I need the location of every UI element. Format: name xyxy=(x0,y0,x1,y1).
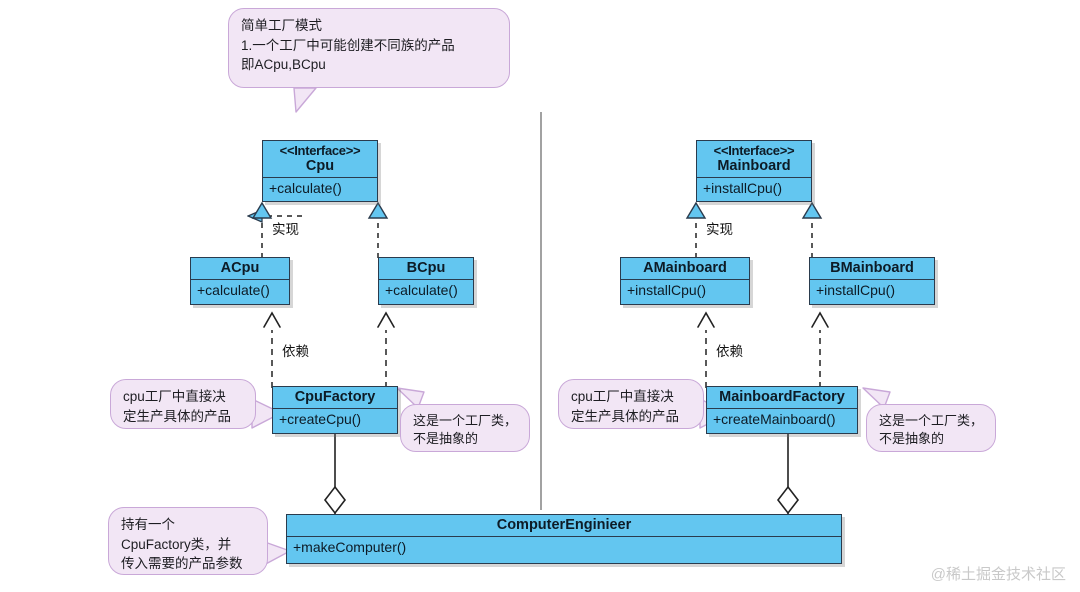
class-box-mainboard[interactable]: <<Interface>> Mainboard +installCpu() xyxy=(696,140,812,202)
class-member-computerenginieer-makecomputer: +makeComputer() xyxy=(287,537,841,557)
aggregation-diamond-left xyxy=(323,485,347,515)
class-header-mainboardfactory: MainboardFactory xyxy=(707,387,857,409)
class-name-bcpu: BCpu xyxy=(406,260,446,276)
callout-tail-top-note xyxy=(293,87,317,113)
class-name-cpu: Cpu xyxy=(305,158,335,175)
class-stereotype-mainboard: <<Interface>> xyxy=(713,143,795,158)
class-name-mainboard: Mainboard xyxy=(717,158,791,175)
callout-mainboardfactory-right: 这是一个工厂类， 不是抽象的 xyxy=(866,404,996,452)
class-member-mainboardfactory-createmainboard: +createMainboard() xyxy=(707,409,857,429)
class-member-acpu-calculate: +calculate() xyxy=(191,280,289,300)
callout-cpufactory-right: 这是一个工厂类， 不是抽象的 xyxy=(400,404,530,452)
class-box-cpufactory[interactable]: CpuFactory +createCpu() xyxy=(272,386,398,434)
class-header-amainboard: AMainboard xyxy=(621,258,749,280)
edge-label-realize-right: 实现 xyxy=(706,222,733,237)
class-box-mainboardfactory[interactable]: MainboardFactory +createMainboard() xyxy=(706,386,858,434)
class-header-cpufactory: CpuFactory xyxy=(273,387,397,409)
class-name-acpu: ACpu xyxy=(220,260,260,276)
class-box-computerenginieer[interactable]: ComputerEnginieer +makeComputer() xyxy=(286,514,842,564)
class-name-mainboardfactory: MainboardFactory xyxy=(719,389,845,405)
callout-mainboardfactory-left: cpu工厂中直接决 定生产具体的产品 xyxy=(558,379,704,429)
edge-label-realize-left: 实现 xyxy=(272,222,299,237)
class-stereotype-cpu: <<Interface>> xyxy=(279,143,361,158)
class-member-cpu-calculate: +calculate() xyxy=(263,178,377,198)
edge-label-depend-right: 依赖 xyxy=(716,344,743,359)
class-member-cpufactory-createcpu: +createCpu() xyxy=(273,409,397,429)
class-box-bcpu[interactable]: BCpu +calculate() xyxy=(378,257,474,305)
class-header-mainboard: <<Interface>> Mainboard xyxy=(697,141,811,178)
class-name-cpufactory: CpuFactory xyxy=(294,389,376,405)
edge-label-depend-left: 依赖 xyxy=(282,344,309,359)
realize-arrow-acpu xyxy=(251,201,273,219)
realize-arrow-bcpu xyxy=(367,201,389,219)
depend-arrow-cpufactory-acpu xyxy=(263,311,281,328)
class-name-amainboard: AMainboard xyxy=(643,260,727,276)
realize-arrow-amainboard xyxy=(685,201,707,219)
class-name-computerenginieer: ComputerEnginieer xyxy=(496,517,632,533)
realize-arrow-bmainboard xyxy=(801,201,823,219)
class-header-bcpu: BCpu xyxy=(379,258,473,280)
class-member-mainboard-installcpu: +installCpu() xyxy=(697,178,811,198)
class-box-cpu[interactable]: <<Interface>> Cpu +calculate() xyxy=(262,140,378,202)
watermark: @稀土掘金技术社区 xyxy=(930,566,1066,583)
class-header-cpu: <<Interface>> Cpu xyxy=(263,141,377,178)
class-name-bmainboard: BMainboard xyxy=(830,260,914,276)
callout-top-note: 简单工厂模式 1.一个工厂中可能创建不同族的产品 即ACpu,BCpu xyxy=(228,8,510,88)
callout-cpufactory-left: cpu工厂中直接决 定生产具体的产品 xyxy=(110,379,256,429)
class-member-bmainboard-installcpu: +installCpu() xyxy=(810,280,934,300)
class-box-bmainboard[interactable]: BMainboard +installCpu() xyxy=(809,257,935,305)
depend-arrow-mbfactory-bmainboard xyxy=(811,311,829,328)
class-header-computerenginieer: ComputerEnginieer xyxy=(287,515,841,537)
class-member-amainboard-installcpu: +installCpu() xyxy=(621,280,749,300)
class-box-amainboard[interactable]: AMainboard +installCpu() xyxy=(620,257,750,305)
class-box-acpu[interactable]: ACpu +calculate() xyxy=(190,257,290,305)
depend-arrow-cpufactory-bcpu xyxy=(377,311,395,328)
depend-arrow-mbfactory-amainboard xyxy=(697,311,715,328)
callout-engineer-note: 持有一个 CpuFactory类，并 传入需要的产品参数 xyxy=(108,507,268,575)
class-header-acpu: ACpu xyxy=(191,258,289,280)
aggregation-diamond-right xyxy=(776,485,800,515)
class-member-bcpu-calculate: +calculate() xyxy=(379,280,473,300)
class-header-bmainboard: BMainboard xyxy=(810,258,934,280)
